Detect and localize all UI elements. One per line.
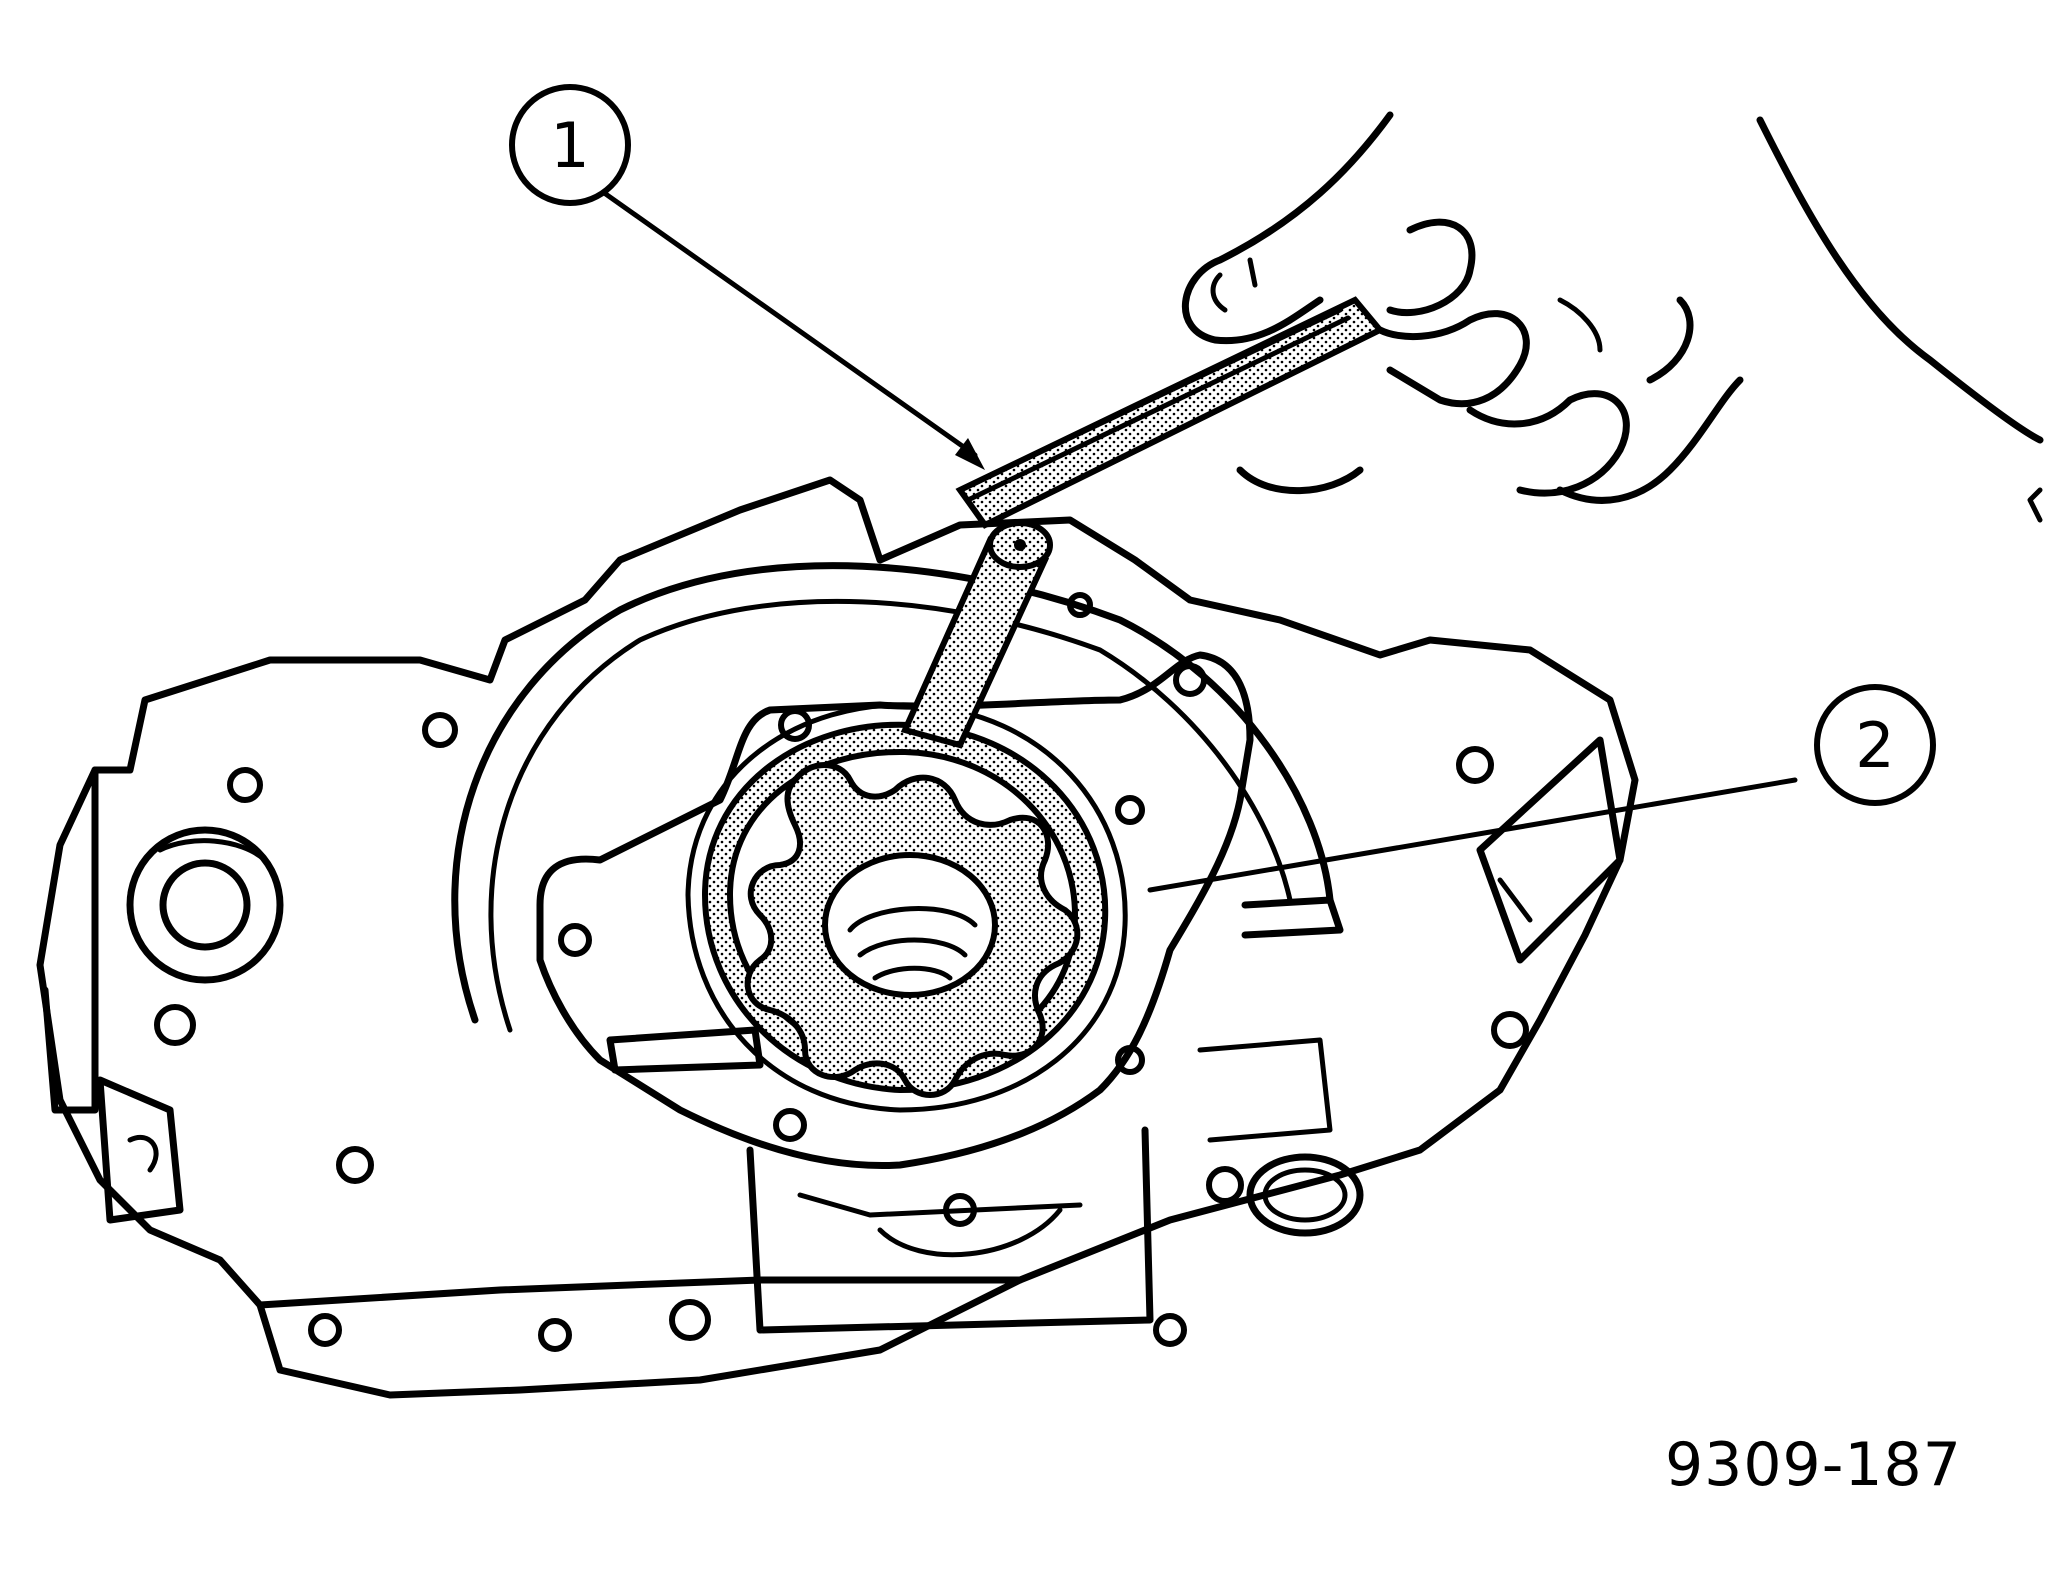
crankshaft-seal-boss [126, 826, 284, 984]
feeler-gauge [900, 296, 1385, 749]
bolt-holes [154, 592, 1529, 1352]
oil-pump-body [536, 651, 1364, 1334]
inner-rotor [744, 762, 1081, 1098]
callout-2: 2 [1814, 684, 1936, 806]
leader-lines [597, 187, 1798, 893]
callout-1-number: 1 [550, 109, 589, 182]
technician-hand [1181, 111, 2044, 523]
callout-1: 1 [509, 84, 631, 206]
timing-cover-housing [36, 476, 1639, 1399]
callout-2-number: 2 [1855, 709, 1894, 782]
figure-number: 9309-187 [1665, 1430, 1962, 1500]
pump-recess [451, 562, 1334, 1033]
